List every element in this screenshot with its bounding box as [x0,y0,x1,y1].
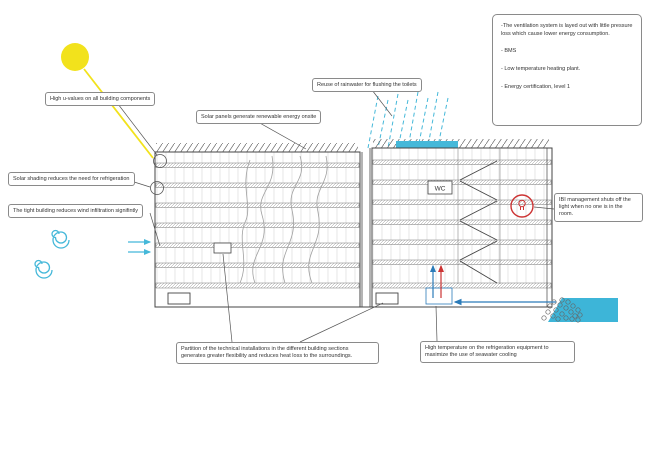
building-right-section: WC [371,139,553,308]
refrigeration-unit [425,287,453,305]
callout-rainwater: Reuse of rainwater for flushing the toil… [312,78,422,93]
wc-label: WC [435,186,446,193]
sun-icon [61,43,154,159]
shore-rocks-icon [541,297,583,323]
stairs [459,160,498,284]
callout-partition: Partition of the technical installations… [176,342,379,364]
leader-lines [117,89,555,343]
lightbulb-icon [510,194,534,218]
detail-circles [150,154,167,195]
ventilation-ducts [239,155,328,284]
info-line-heating-plant: - Low temperature heating plant. [501,66,581,73]
callout-tight-building: The tight building reduces wind infiltra… [8,204,144,219]
wc-room: WC [427,180,453,195]
callout-ventilation-info: -The ventilation system is layed out wit… [492,14,642,126]
callout-solar-panels: Solar panels generate renewable energy o… [196,110,322,125]
foundation-pads [167,292,399,305]
solar-panel-ticks-right [373,139,549,148]
solar-panel-ticks-left [156,143,358,152]
info-line-bms: - BMS [501,48,517,55]
callout-seawater-cooling: High temperature on the refrigeration eq… [420,341,575,363]
wind-arrows-icon [128,239,152,255]
callout-u-values: High u-values on all building components [45,92,156,107]
callout-ibi-management: IBI management shuts off the light when … [554,193,643,223]
solar-panel-highlight [396,141,458,148]
info-line-certification: - Energy certification, level 1 [501,83,571,90]
info-line-ventilation: -The ventilation system is layed out wit… [501,23,633,37]
section-partition-wall [361,148,371,307]
heat-exchange-arrows [425,264,453,305]
building-left-section [154,143,361,308]
technical-installation-detail [213,242,232,254]
callout-solar-shading: Solar shading reduces the need for refri… [8,172,135,187]
wind-swirl-icon [34,229,70,279]
